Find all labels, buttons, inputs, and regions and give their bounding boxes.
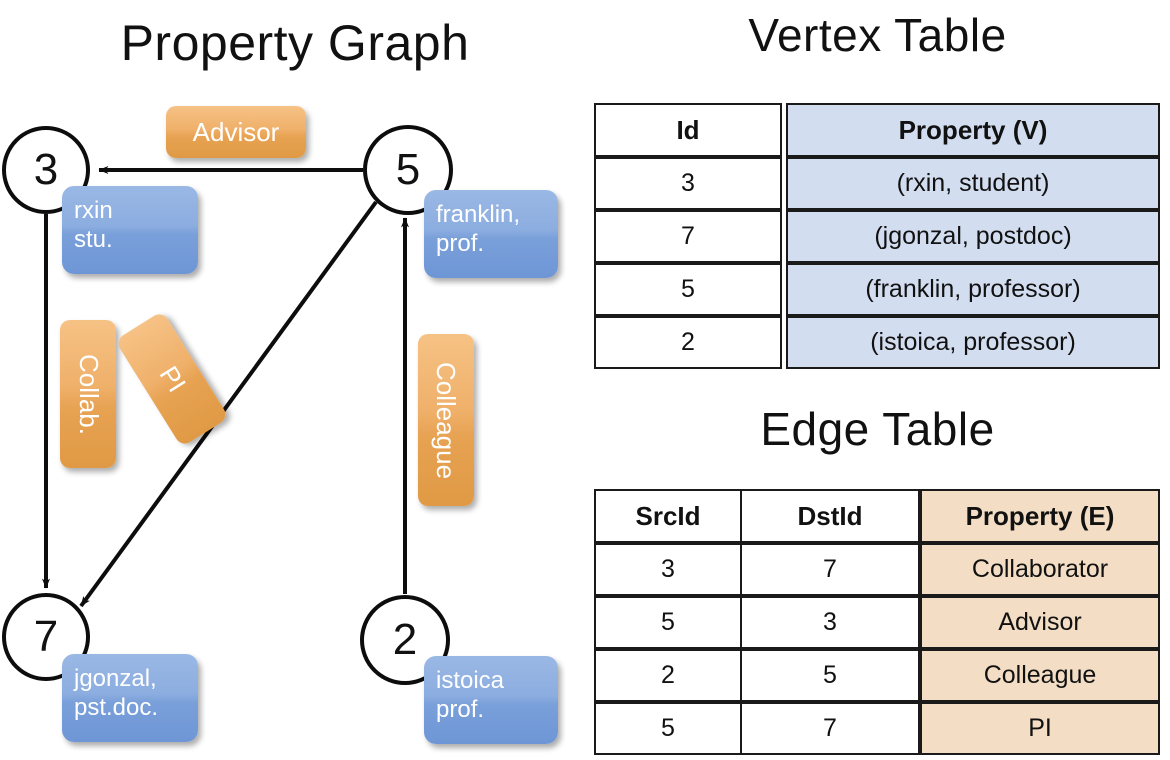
graph-node-2[interactable]: 2	[360, 595, 450, 685]
vertex-table-header-id: Id	[594, 103, 782, 157]
vertex-table-row-id: 5	[594, 263, 782, 316]
node-property-box-franklin: franklin, prof.	[424, 190, 558, 278]
node-property-box-rxin: rxin stu.	[62, 186, 198, 274]
property-graph-panel: 3 5 7 2 rxin stu. franklin, prof. jgonza…	[2, 106, 558, 744]
edge-label-pi-text: PI	[153, 360, 192, 398]
edge-table-row-srcid: 2	[594, 649, 742, 702]
graph-node-5-label: 5	[395, 145, 421, 194]
edge-table-row-dstid: 3	[740, 596, 920, 649]
graph-node-5[interactable]: 5	[363, 125, 453, 215]
edge-table-row-property: Colleague	[920, 649, 1160, 702]
edge-table: SrcId DstId Property (E) 3 7 Collaborato…	[594, 489, 1160, 757]
vertex-table-row-property: (rxin, student)	[786, 157, 1160, 210]
edge-label-advisor-text: Advisor	[192, 116, 280, 147]
node-property-rxin-line1: rxin	[74, 197, 113, 224]
graph-edges-svg	[42, 166, 409, 608]
edge-table-header-property: Property (E)	[920, 489, 1160, 543]
node-property-istoica-line1: istoica	[436, 667, 505, 694]
edge-table-row-srcid: 5	[594, 596, 742, 649]
node-property-jgonzal-line2: pst.doc.	[74, 694, 159, 722]
edge-table-row-srcid: 5	[594, 702, 742, 755]
page-title-edge-table: Edge Table	[760, 403, 995, 455]
vertex-table-row-id: 2	[594, 316, 782, 369]
vertex-table-row-property: (jgonzal, postdoc)	[786, 210, 1160, 263]
edge-table-row-property: Collaborator	[920, 543, 1160, 596]
vertex-table-row-id: 7	[594, 210, 782, 263]
node-property-jgonzal-line1: jgonzal,	[74, 665, 157, 692]
edge-table-row-property: Advisor	[920, 596, 1160, 649]
edge-label-collab-text: Collab.	[73, 353, 104, 435]
graph-node-2-label: 2	[392, 615, 418, 664]
edge-label-collab: Collab.	[60, 320, 116, 468]
node-property-box-jgonzal: jgonzal, pst.doc.	[62, 654, 198, 742]
node-property-franklin-line1: franklin,	[436, 201, 521, 228]
node-property-istoica-line2: prof.	[436, 696, 485, 724]
vertex-table-header-property: Property (V)	[786, 103, 1160, 157]
page-title-property-graph: Property Graph	[120, 15, 470, 71]
graph-node-7-label: 7	[33, 612, 59, 661]
edge-table-header-srcid: SrcId	[594, 489, 742, 543]
node-property-rxin-line2: stu.	[74, 226, 113, 254]
edge-table-header-dstid: DstId	[740, 489, 920, 543]
edge-label-advisor: Advisor	[166, 106, 306, 158]
edge-table-row-dstid: 7	[740, 543, 920, 596]
edge-table-row-dstid: 5	[740, 649, 920, 702]
vertex-table: Id Property (V) 3 (rxin, student) 7 (jgo…	[594, 103, 1160, 371]
edge-table-row-property: PI	[920, 702, 1160, 755]
vertex-table-row-property: (istoica, professor)	[786, 316, 1160, 369]
node-property-franklin-line2: prof.	[436, 230, 485, 258]
graph-node-3-label: 3	[33, 145, 59, 194]
edge-label-colleague-text: Colleague	[431, 361, 462, 479]
edge-table-row-srcid: 3	[594, 543, 742, 596]
edge-5-to-7	[79, 200, 378, 608]
edge-label-colleague: Colleague	[418, 334, 474, 506]
page-title-vertex-table: Vertex Table	[748, 9, 1007, 61]
node-property-box-istoica: istoica prof.	[424, 656, 558, 744]
edge-table-row-dstid: 7	[740, 702, 920, 755]
vertex-table-row-property: (franklin, professor)	[786, 263, 1160, 316]
vertex-table-row-id: 3	[594, 157, 782, 210]
